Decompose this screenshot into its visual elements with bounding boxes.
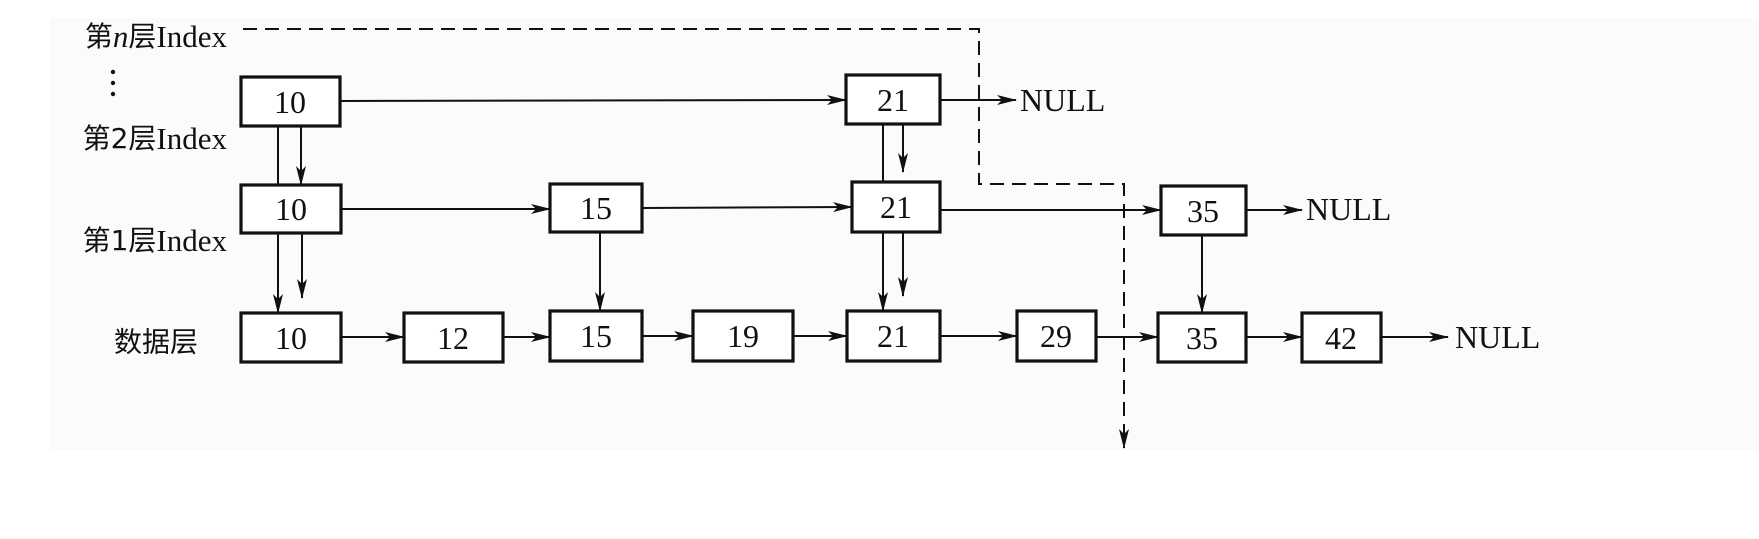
level-label-index-1: 第1层Index <box>83 223 228 258</box>
node-data-15: 15 <box>548 309 644 363</box>
node-value: 21 <box>877 318 909 354</box>
node-value: 35 <box>1187 193 1219 229</box>
node-value: 15 <box>580 190 612 226</box>
node-data-19: 19 <box>691 309 795 363</box>
level-label-n-variable: n <box>113 19 129 54</box>
node-index1-35: 35 <box>1159 184 1248 237</box>
node-data-42: 42 <box>1300 311 1383 364</box>
node-value: 35 <box>1186 320 1218 356</box>
node-index1-10: 10 <box>239 183 343 235</box>
level-label-2-index-word: Index <box>156 121 227 156</box>
level-label-n-prefix: 第 <box>85 20 113 53</box>
node-value: 10 <box>274 84 306 120</box>
node-index2-10: 10 <box>239 75 342 128</box>
node-data-10: 10 <box>239 311 343 364</box>
level-label-index-2: 第2层Index <box>83 121 228 156</box>
edge-index1-15-to-21 <box>641 202 853 213</box>
null-terminator-data: NULL <box>1455 319 1540 355</box>
node-value: 21 <box>877 82 909 118</box>
level-label-2-text: 第2层 <box>83 122 157 155</box>
node-value: 42 <box>1325 320 1357 356</box>
node-value: 21 <box>880 189 912 225</box>
null-terminator-index1: NULL <box>1306 191 1391 227</box>
node-data-35: 35 <box>1156 311 1248 364</box>
node-value: 12 <box>437 320 469 356</box>
node-data-12: 12 <box>402 311 505 364</box>
node-value: 10 <box>275 191 307 227</box>
search-path-dashed <box>243 28 1129 449</box>
node-data-29: 29 <box>1015 309 1098 363</box>
level-label-1-text: 第1层 <box>83 224 157 257</box>
level-label-n-suffix: 层 <box>128 20 156 53</box>
null-terminator-index2: NULL <box>1020 82 1105 118</box>
level-label-index-n: 第n层Index <box>85 19 228 54</box>
level-label-1-index-word: Index <box>156 223 227 258</box>
level-label-n-index-word: Index <box>156 19 227 54</box>
vertical-ellipsis <box>110 69 116 97</box>
node-index2-21: 21 <box>844 73 942 126</box>
level-label-data: 数据层 <box>114 326 198 359</box>
node-value: 10 <box>275 320 307 356</box>
node-data-21: 21 <box>845 309 942 363</box>
node-value: 15 <box>580 318 612 354</box>
node-value: 19 <box>727 318 759 354</box>
node-index1-21: 21 <box>850 180 942 234</box>
node-value: 29 <box>1040 318 1072 354</box>
edge-index2-10-to-21 <box>339 95 847 106</box>
node-index1-15: 15 <box>548 182 644 234</box>
